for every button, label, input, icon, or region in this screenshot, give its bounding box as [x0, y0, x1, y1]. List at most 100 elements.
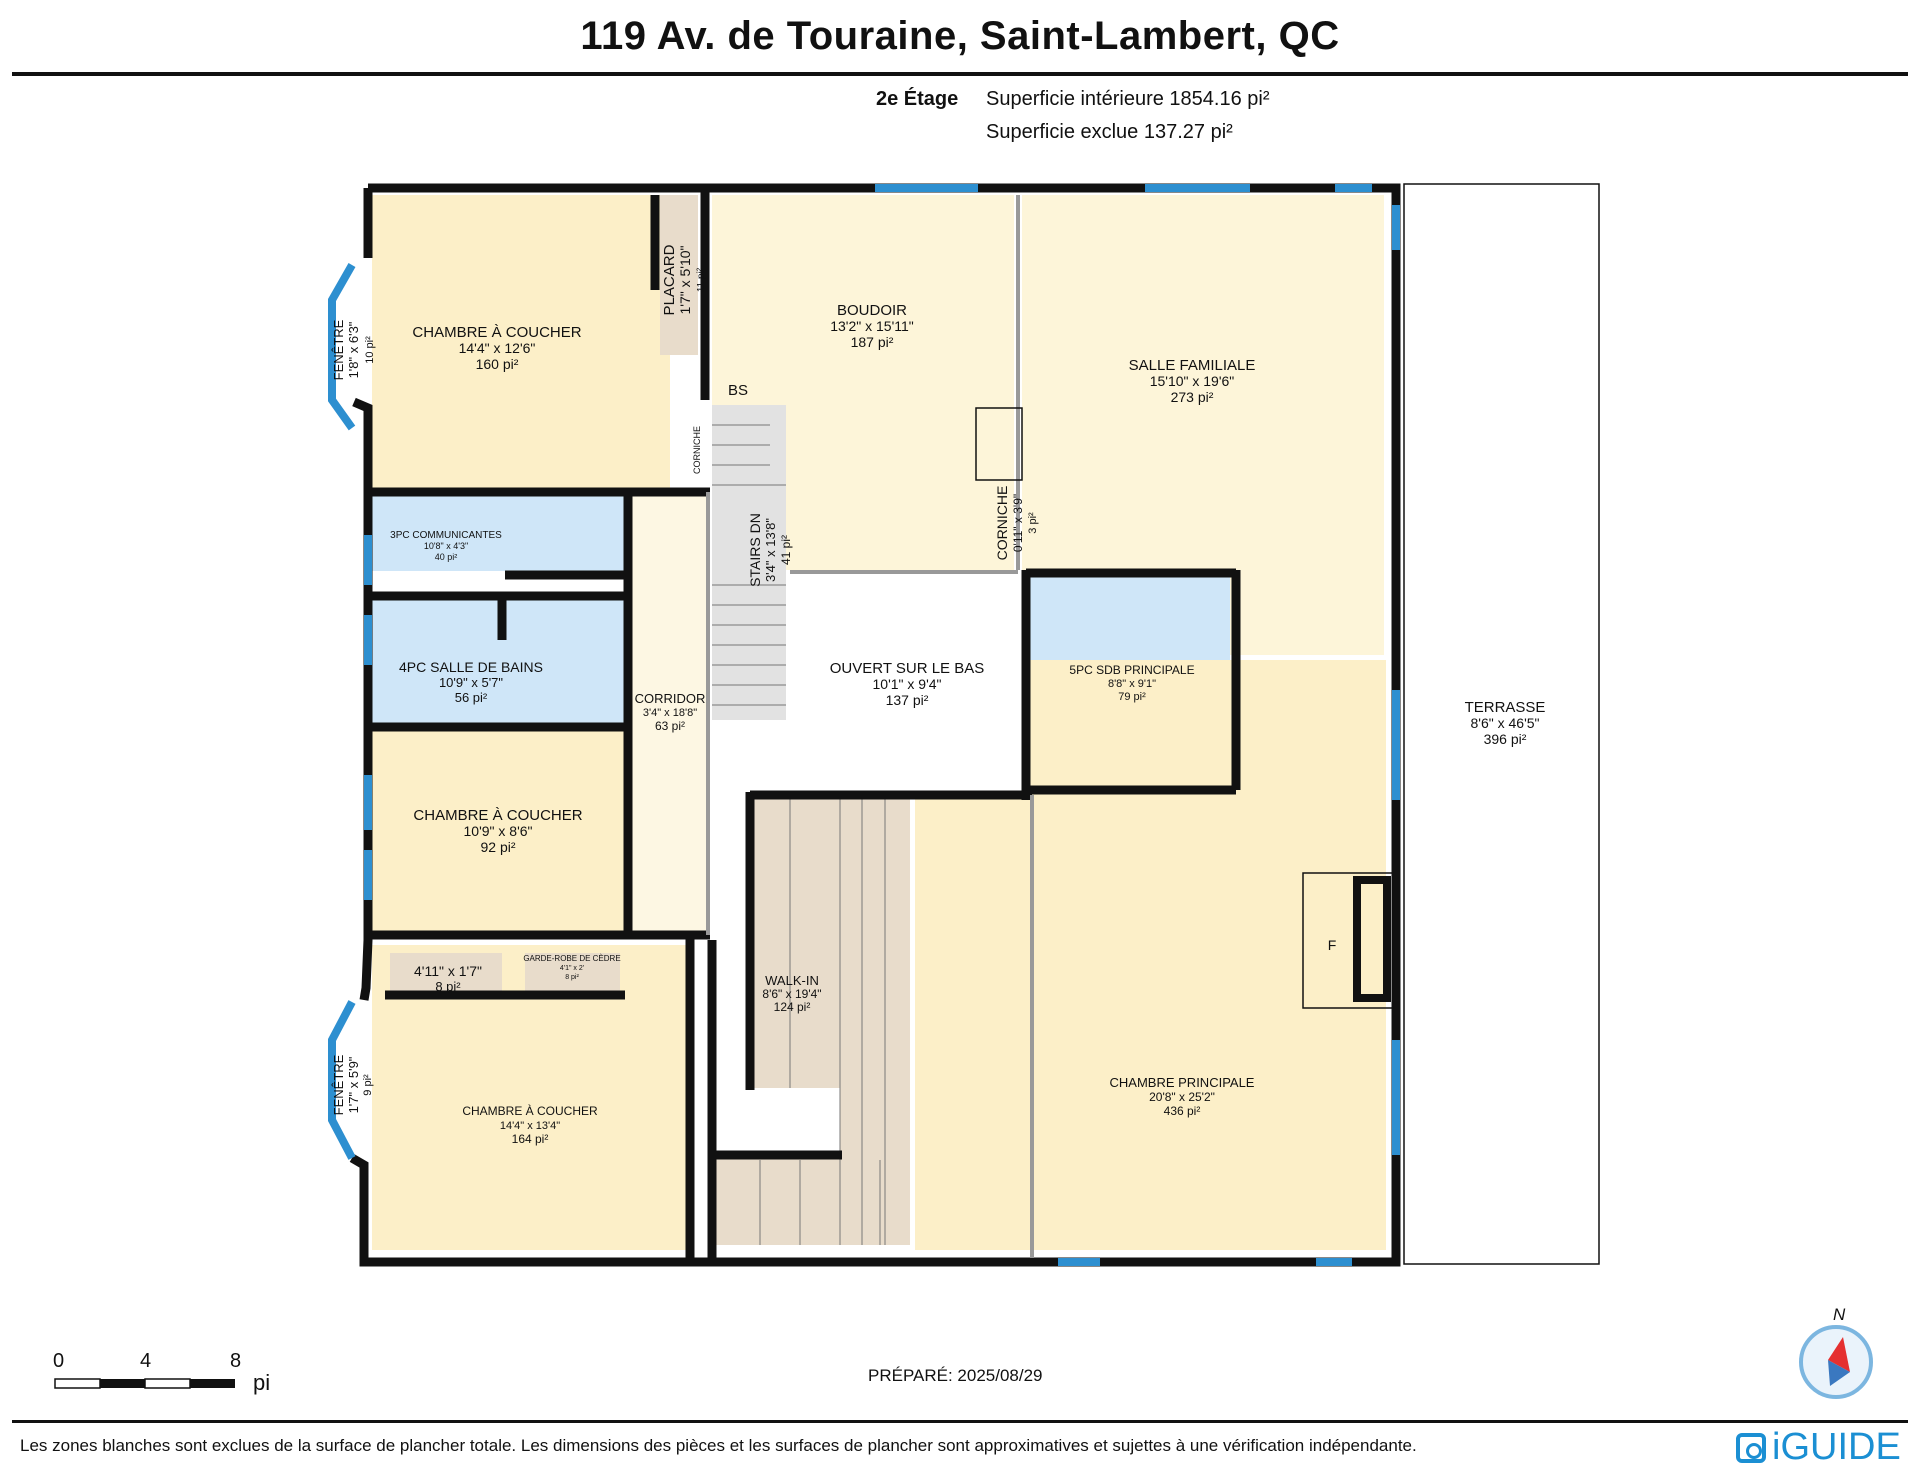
ouvert-name: OUVERT SUR LE BAS [830, 660, 985, 677]
brand-name: iGUIDE [1772, 1426, 1901, 1468]
fill-walkin [712, 795, 910, 1245]
window-nw-dims: 1'8" x 6'3" [346, 321, 361, 378]
master-area: 436 pi² [1164, 1104, 1201, 1118]
scale-label-0: 0 [53, 1350, 65, 1372]
fill-closet-sw [390, 953, 502, 991]
boudoir-area: 187 pi² [851, 334, 894, 350]
fill-bed-w [372, 730, 624, 935]
interior-area: Superficie intérieure 1854.16 pi² [986, 88, 1270, 110]
bed-nw-dims: 14'4" x 12'6" [459, 340, 536, 356]
disclaimer: Les zones blanches sont exclues de la su… [20, 1436, 1417, 1455]
pc4-dims: 10'9" x 5'7" [439, 675, 503, 690]
window-nw-name: FENÊTRE [331, 319, 346, 380]
garde-robe-area: 8 pi² [565, 974, 579, 981]
bed-w-name: CHAMBRE À COUCHER [413, 807, 582, 824]
excluded-area: Superficie exclue 137.27 pi² [986, 121, 1233, 143]
bed-sw-dims: 14'4" x 13'4" [500, 1120, 560, 1132]
salle-familiale-dims: 15'10" x 19'6" [1150, 373, 1235, 389]
stairs-area: 41 pi² [779, 535, 793, 565]
fill-placard [660, 195, 698, 355]
terrasse-area: 396 pi² [1484, 731, 1527, 747]
room-labels: CHAMBRE À COUCHER 14'4" x 12'6" 160 pi² … [331, 244, 1545, 1146]
bay-window-nw [328, 263, 356, 431]
bed-sw-name: CHAMBRE À COUCHER [462, 1103, 598, 1118]
bed-nw-area: 160 pi² [476, 356, 519, 372]
bed-w-area: 92 pi² [480, 839, 515, 855]
sdb5-area: 79 pi² [1118, 691, 1146, 703]
corridor-area: 63 pi² [655, 719, 685, 733]
master-name: CHAMBRE PRINCIPALE [1110, 1075, 1255, 1090]
thin-walls [706, 195, 1034, 1258]
pc4-area: 56 pi² [455, 690, 488, 705]
corridor-dims: 3'4" x 18'8" [643, 707, 697, 719]
bed-nw-name: CHAMBRE À COUCHER [412, 324, 581, 341]
scale-seg-1 [54, 1378, 101, 1389]
bs-label: BS [728, 382, 748, 399]
brand-icon [1736, 1432, 1766, 1463]
corniche-e-name: CORNICHE [994, 486, 1010, 561]
placard-name: PLACARD [661, 244, 678, 315]
stairs-label: STAIRS DN 3'4" x 13'8" 41 pi² [747, 513, 793, 587]
sdb5-dims: 8'8" x 9'1" [1108, 678, 1156, 690]
pc4-name: 4PC SALLE DE BAINS [399, 659, 543, 675]
scale-seg-4 [190, 1379, 235, 1388]
garde-robe-name: GARDE-ROBE DE CÈDRE [523, 954, 620, 963]
scale-unit: pi [253, 1370, 271, 1395]
closet-sw-dims: 4'11" x 1'7" [414, 963, 482, 979]
fill-corridor [630, 493, 708, 935]
page-title: 119 Av. de Touraine, Saint-Lambert, QC [580, 14, 1340, 58]
window-nw-area: 10 pi² [364, 336, 376, 364]
placard-dims: 1'7" x 5'10" [677, 245, 693, 314]
pc3-dims: 10'8" x 4'3" [424, 541, 468, 551]
fill-garde-robe [525, 953, 620, 991]
sdb5-name: 5PC SDB PRINCIPALE [1069, 663, 1194, 677]
corniche-w-name: CORNICHE [692, 426, 702, 474]
boudoir-dims: 13'2" x 15'11" [830, 318, 914, 334]
scale-seg-2 [100, 1379, 145, 1388]
floor-name: 2e Étage [876, 88, 959, 110]
walkin-dims: 8'6" x 19'4" [762, 987, 821, 1001]
corniche-e-dims: 0'11" x 3'9" [1011, 494, 1025, 552]
garde-robe-dims: 4'1" x 2' [560, 965, 584, 972]
window-sw-name: FENÊTRE [331, 1054, 346, 1115]
window-sw-area: 9 pi² [362, 1074, 374, 1096]
windows [328, 184, 1400, 1266]
cabinet [975, 407, 1023, 481]
title-divider [12, 72, 1908, 76]
walkin-name: WALK-IN [765, 973, 819, 988]
pc3-area: 40 pi² [435, 552, 458, 562]
fireplace-label: F [1328, 937, 1337, 953]
master-dims: 20'8" x 25'2" [1149, 1090, 1215, 1104]
stair-treads [712, 424, 886, 1245]
fill-stairs [712, 405, 786, 720]
compass-needle-blue [1828, 1360, 1850, 1386]
fireplace-hearth [1353, 876, 1391, 1002]
corridor-name: CORRIDOR [635, 691, 706, 706]
corniche-e-area: 3 pi² [1027, 512, 1039, 534]
boudoir-name: BOUDOIR [837, 302, 907, 319]
brand-logo: iGUIDE [1736, 1426, 1901, 1469]
stairs-dims: 3'4" x 13'8" [763, 518, 778, 582]
walkin-area: 124 pi² [774, 1000, 811, 1014]
compass-north-label: N [1833, 1305, 1846, 1324]
salle-familiale-area: 273 pi² [1171, 389, 1214, 405]
corniche-e-label: CORNICHE 0'11" x 3'9" 3 pi² [994, 486, 1039, 561]
bay-window-sw [328, 1000, 356, 1160]
placard-label: PLACARD 1'7" x 5'10" 11 pi² [661, 244, 707, 315]
bed-w-dims: 10'9" x 8'6" [464, 823, 533, 839]
stairs-name: STAIRS DN [747, 513, 763, 587]
window-nw-label: FENÊTRE 1'8" x 6'3" 10 pi² [331, 319, 376, 380]
terrasse-name: TERRASSE [1465, 699, 1546, 716]
window-sw-label: FENÊTRE 1'7" x 5'9" 9 pi² [331, 1054, 374, 1115]
prepared-date: PRÉPARÉ: 2025/08/29 [868, 1366, 1043, 1385]
compass-needle-red [1828, 1337, 1850, 1372]
closet-sw-area: 8 pi² [435, 979, 461, 994]
fill-3pc [372, 493, 624, 571]
terrasse-outline [1403, 183, 1600, 1265]
bed-sw-area: 164 pi² [512, 1132, 549, 1146]
room-fills [372, 195, 1386, 1250]
placard-area: 11 pi² [696, 267, 707, 292]
compass-icon [1799, 1325, 1873, 1399]
ouvert-area: 137 pi² [886, 692, 929, 708]
